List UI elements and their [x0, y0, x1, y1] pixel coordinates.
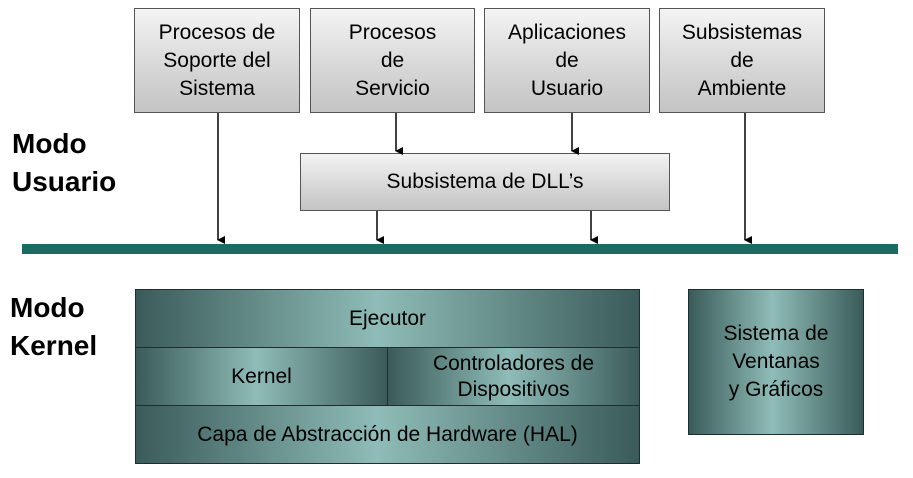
device-drivers-box: Controladores de Dispositivos — [387, 347, 640, 406]
kernel-box: Kernel — [135, 347, 388, 406]
environment-subsystems-box: Subsistemas de Ambiente — [659, 8, 825, 113]
user-kernel-divider — [22, 244, 898, 254]
kernel-mode-label: Modo Kernel — [10, 292, 98, 361]
windowing-graphics-box: Sistema de Ventanas y Gráficos — [688, 289, 864, 435]
system-support-processes-box: Procesos de Soporte del Sistema — [134, 8, 300, 113]
dll-subsystem-box: Subsistema de DLL’s — [300, 153, 670, 211]
executive-box: Ejecutor — [135, 289, 640, 348]
hal-box: Capa de Abstracción de Hardware (HAL) — [135, 405, 640, 464]
service-processes-box: Procesos de Servicio — [310, 8, 475, 113]
user-applications-box: Aplicaciones de Usuario — [484, 8, 650, 113]
user-mode-label: Modo Usuario — [12, 128, 117, 197]
